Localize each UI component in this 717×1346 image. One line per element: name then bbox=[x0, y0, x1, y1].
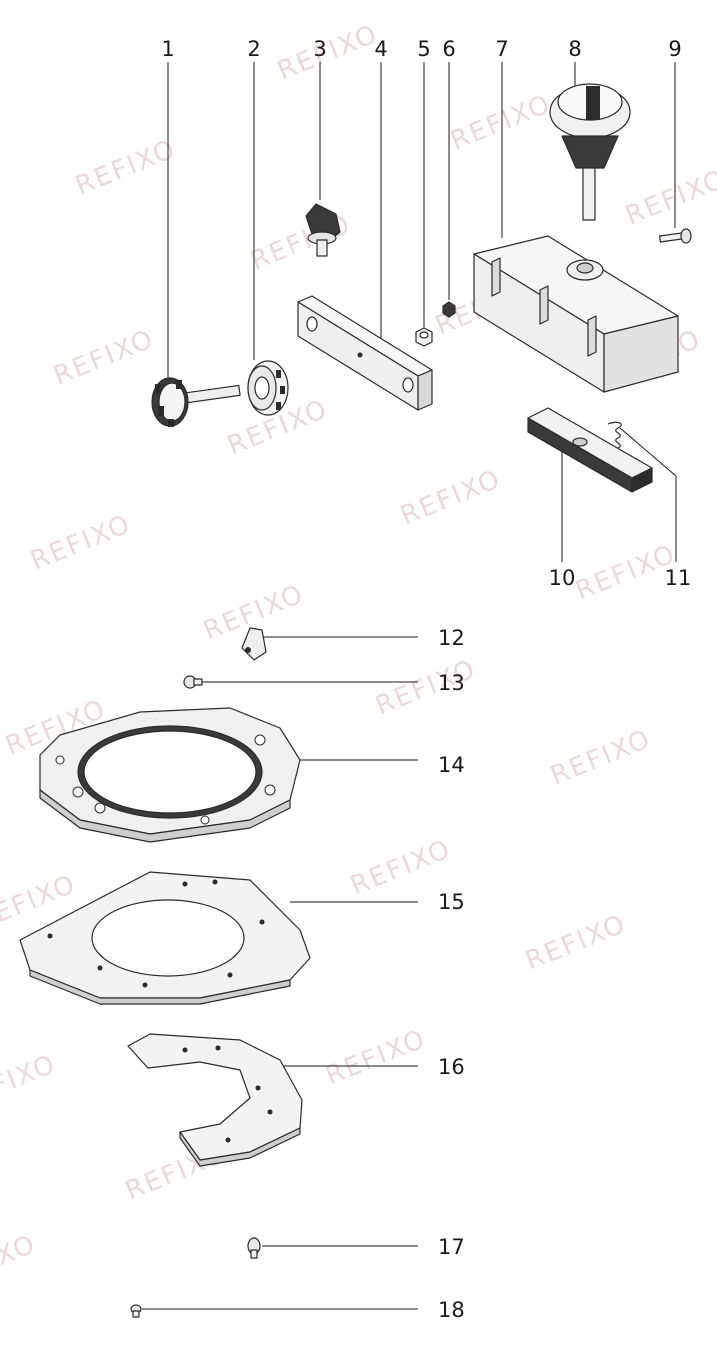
watermark: REFIXO bbox=[273, 19, 382, 86]
callout-3: 3 bbox=[313, 37, 326, 61]
watermark-layer: REFIXO REFIXO REFIXO REFIXO REFIXO REFIX… bbox=[0, 19, 717, 1296]
callout-labels: 1 2 3 4 5 6 7 8 9 10 11 12 13 14 15 16 1… bbox=[161, 37, 691, 1322]
callout-9: 9 bbox=[668, 37, 681, 61]
part-16-half-plate bbox=[127, 1033, 303, 1167]
watermark: REFIXO bbox=[396, 464, 505, 531]
part-18-screw bbox=[130, 1304, 142, 1318]
callout-11: 11 bbox=[665, 566, 692, 590]
part-2-knurled-collar bbox=[247, 360, 289, 416]
callout-17: 17 bbox=[438, 1235, 465, 1259]
watermark: REFIXO bbox=[621, 164, 717, 231]
part-17-screw bbox=[247, 1237, 261, 1259]
watermark: REFIXO bbox=[321, 1024, 430, 1091]
callout-18: 18 bbox=[438, 1298, 465, 1322]
watermark: REFIXO bbox=[71, 134, 180, 201]
leader-lines bbox=[142, 62, 677, 1310]
part-3-wing-knob bbox=[305, 203, 341, 257]
callout-16: 16 bbox=[438, 1055, 465, 1079]
part-15-large-plate bbox=[19, 871, 311, 1005]
watermark: REFIXO bbox=[246, 209, 355, 276]
part-4-flat-bar bbox=[297, 295, 433, 411]
part-5-hex-nut bbox=[415, 327, 433, 347]
watermark: REFIXO bbox=[0, 1049, 61, 1116]
callout-4: 4 bbox=[374, 37, 387, 61]
part-7-guide-housing bbox=[473, 235, 679, 393]
watermark: REFIXO bbox=[26, 509, 135, 576]
watermark: REFIXO bbox=[446, 89, 555, 156]
callout-10: 10 bbox=[549, 566, 576, 590]
callout-7: 7 bbox=[495, 37, 508, 61]
callout-15: 15 bbox=[438, 890, 465, 914]
watermark: REFIXO bbox=[49, 324, 158, 391]
part-1-star-knob bbox=[151, 377, 241, 427]
part-9-screw bbox=[658, 228, 692, 244]
part-13-screw bbox=[183, 675, 203, 689]
part-8-mushroom-knob bbox=[549, 83, 631, 221]
callout-12: 12 bbox=[438, 626, 465, 650]
part-6-small-nut bbox=[442, 301, 456, 318]
part-11-spring bbox=[607, 421, 622, 449]
callout-14: 14 bbox=[438, 753, 465, 777]
watermark: REFIXO bbox=[0, 1229, 41, 1296]
callout-2: 2 bbox=[247, 37, 260, 61]
callout-1: 1 bbox=[161, 37, 174, 61]
callout-8: 8 bbox=[568, 37, 581, 61]
watermark: REFIXO bbox=[546, 724, 655, 791]
callout-13: 13 bbox=[438, 671, 465, 695]
callout-5: 5 bbox=[417, 37, 430, 61]
watermark: REFIXO bbox=[521, 909, 630, 976]
part-14-base-plate bbox=[39, 707, 301, 843]
callout-6: 6 bbox=[442, 37, 455, 61]
part-12-clip bbox=[241, 627, 267, 661]
part-10-slide-rail bbox=[527, 407, 653, 493]
